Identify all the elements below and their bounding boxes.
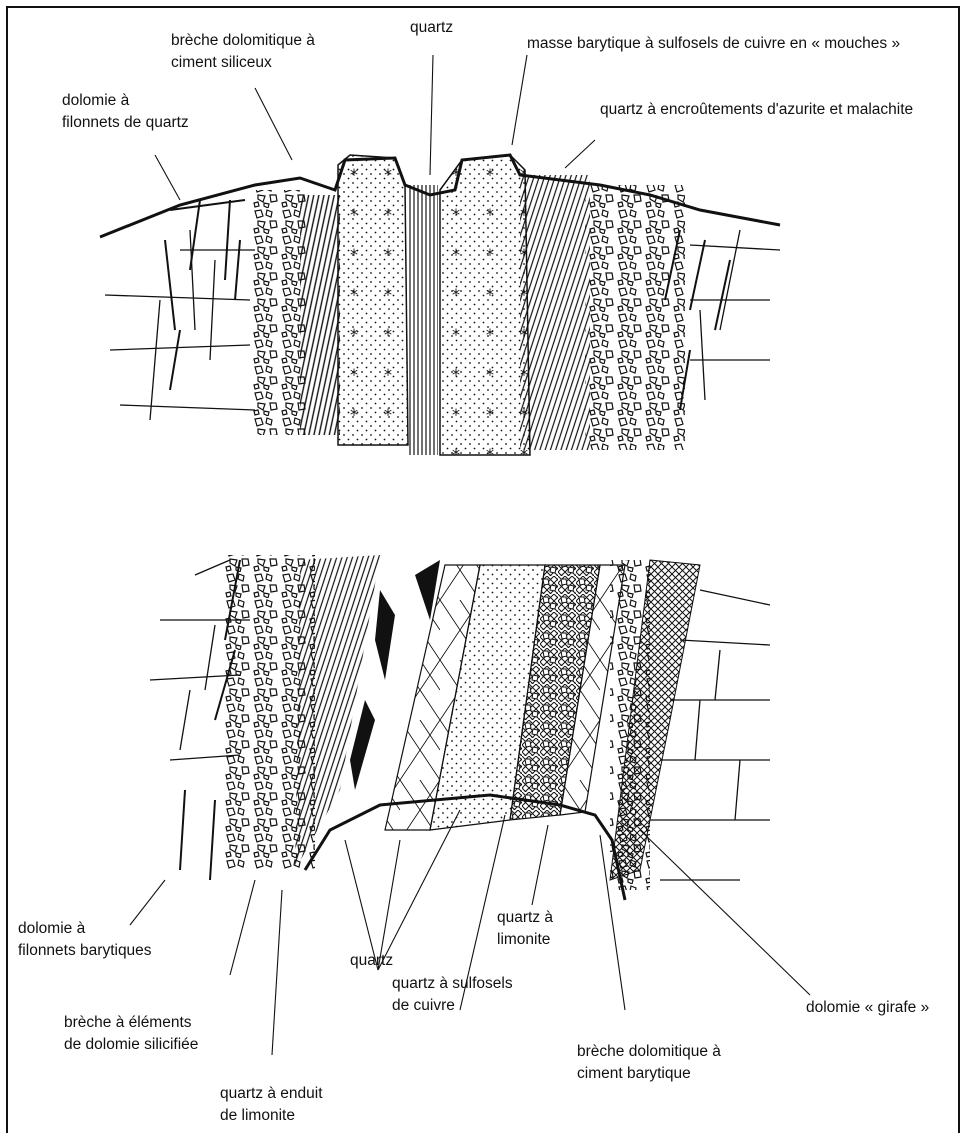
label-quartz-azurite-malachite: quartz à encroûtements d'azurite et mala… (600, 99, 913, 121)
label-line-2: de limonite (220, 1105, 323, 1127)
label-line-2: limonite (497, 929, 553, 951)
top-barytic-mass-left (338, 155, 408, 445)
label-line-1: dolomie à (18, 918, 152, 940)
label-line-1: brèche dolomitique à (577, 1041, 721, 1063)
label-line-1: dolomie à (62, 90, 189, 112)
top-breccia-siliceous (252, 190, 307, 435)
label-line-2: de cuivre (392, 995, 513, 1017)
label-quartz-enduit-limonite: quartz à enduit de limonite (220, 1083, 323, 1127)
label-line-2: filonnets de quartz (62, 112, 189, 134)
top-quartz-vein (408, 185, 438, 455)
label-line-2: ciment barytique (577, 1063, 721, 1085)
top-azurite-malachite-band (520, 175, 590, 450)
top-barytic-mass-right (440, 155, 530, 455)
label-quartz-sulfosels: quartz à sulfosels de cuivre (392, 973, 513, 1017)
label-quartz-top: quartz (410, 17, 453, 39)
label-masse-barytique: masse barytique à sulfosels de cuivre en… (527, 33, 900, 55)
label-breche-ciment-siliceux: brèche dolomitique à ciment siliceux (171, 30, 315, 74)
label-line-2: de dolomie silicifiée (64, 1034, 198, 1056)
label-line-2: ciment siliceux (171, 52, 315, 74)
label-breche-ciment-barytique: brèche dolomitique à ciment barytique (577, 1041, 721, 1085)
label-line-1: quartz à (497, 907, 553, 929)
label-dolomie-filonnets-barytiques: dolomie à filonnets barytiques (18, 918, 152, 962)
top-dolomite-left (105, 200, 255, 420)
label-line-1: quartz à sulfosels (392, 973, 513, 995)
label-breche-dolomie-silicifiee: brèche à éléments de dolomie silicifiée (64, 1012, 198, 1056)
label-dolomie-filonnets-quartz: dolomie à filonnets de quartz (62, 90, 189, 134)
label-quartz-bottom: quartz (350, 950, 393, 972)
label-line-1: brèche dolomitique à (171, 30, 315, 52)
label-line-2: filonnets barytiques (18, 940, 152, 962)
top-breccia-right (585, 185, 685, 450)
label-quartz-limonite: quartz à limonite (497, 907, 553, 951)
label-line-1: quartz à enduit (220, 1083, 323, 1105)
top-cross-section (100, 155, 780, 455)
label-dolomie-girafe: dolomie « girafe » (806, 997, 929, 1019)
bottom-cross-section (150, 555, 770, 900)
label-line-1: brèche à éléments (64, 1012, 198, 1034)
top-slanted-band-left (300, 195, 340, 435)
